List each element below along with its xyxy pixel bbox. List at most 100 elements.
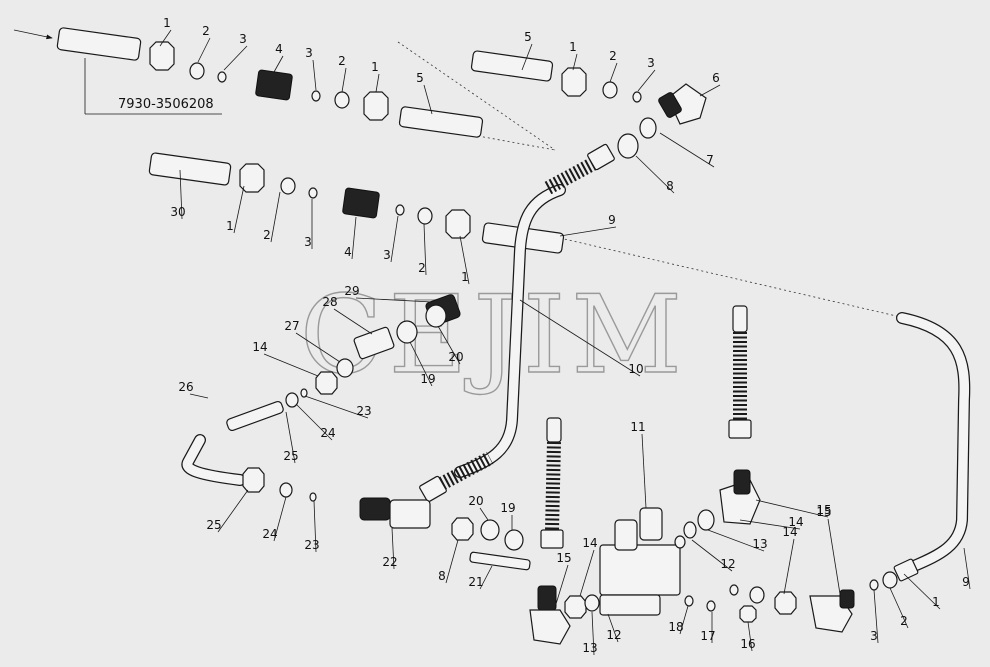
ring-13 <box>697 509 715 531</box>
callout-label: 24 <box>320 426 335 440</box>
union-threaded <box>255 69 293 101</box>
union-threaded <box>342 187 380 219</box>
leader-line <box>963 547 971 590</box>
callout-label: 4 <box>275 42 283 56</box>
part-code-callout: 7930-3506208 <box>13 29 222 115</box>
elbow-15 <box>529 609 571 645</box>
leader-line <box>295 403 333 441</box>
leader-line <box>295 332 341 363</box>
leader-line <box>521 43 533 71</box>
sleeve <box>417 207 433 225</box>
assembly-line-upper <box>397 41 556 151</box>
washer <box>311 90 321 102</box>
washer <box>395 204 405 216</box>
sleeve-24 <box>279 482 293 498</box>
callout-label: 3 <box>305 46 313 60</box>
callout-label: 1 <box>371 60 379 74</box>
nut-25 <box>242 467 265 493</box>
callout-label: 20 <box>468 494 483 508</box>
parts-second-row <box>148 152 565 254</box>
leader-line <box>313 500 317 553</box>
callout-label: 17 <box>700 629 715 643</box>
callout-label: 9 <box>608 213 616 227</box>
nut <box>149 41 175 71</box>
leader-line <box>223 45 248 71</box>
leader-line <box>341 67 347 93</box>
leader-line <box>747 621 753 652</box>
leader-line <box>635 155 675 194</box>
elbow-fitting <box>667 83 707 125</box>
leader-line <box>479 565 493 590</box>
callout-label: 8 <box>438 569 446 583</box>
nut <box>561 67 587 97</box>
ring-27 <box>336 358 354 378</box>
callout-label: 30 <box>170 205 185 219</box>
callout-label: 25 <box>206 518 221 532</box>
leader-line <box>179 169 183 220</box>
callout-label: 16 <box>740 637 755 651</box>
ring-20 <box>480 519 500 541</box>
callout-label: 27 <box>284 319 299 333</box>
leader-line <box>579 549 595 597</box>
callout-label: 7 <box>706 153 714 167</box>
parts-top-row <box>56 27 707 159</box>
nut <box>445 209 471 239</box>
leader-line <box>273 496 287 542</box>
leader-line <box>889 587 909 629</box>
washer-18 <box>684 595 694 607</box>
leader-line <box>699 84 721 97</box>
gasket <box>639 117 657 139</box>
washer <box>674 535 686 549</box>
ring-19 <box>396 320 418 344</box>
leader-line <box>637 69 656 92</box>
callout-label: 25 <box>283 449 298 463</box>
leader-line <box>609 62 618 83</box>
ring-13 <box>584 594 600 612</box>
leader-line <box>827 518 841 595</box>
leader-line <box>479 507 489 521</box>
pipe-right-9 <box>869 312 971 591</box>
bolt-21 <box>469 551 531 571</box>
callout-label: 2 <box>418 261 426 275</box>
callout-label: 3 <box>383 248 391 262</box>
callout-label: 1 <box>932 595 940 609</box>
callout-label: 13 <box>752 537 767 551</box>
hose-end-fitting <box>587 143 615 171</box>
leader-line <box>390 215 399 263</box>
callout-label: 20 <box>448 350 463 364</box>
leader-line <box>641 433 647 509</box>
fitting-22-body <box>389 499 431 529</box>
washer-17 <box>706 600 716 612</box>
callout-label: 21 <box>468 575 483 589</box>
leader-line <box>707 529 765 552</box>
callout-label: 15 <box>816 505 831 519</box>
valve-port <box>639 507 663 541</box>
callout-label: 18 <box>668 620 683 634</box>
leader-line <box>159 29 172 47</box>
valve-port <box>614 519 638 551</box>
leader-line <box>423 223 427 276</box>
sleeve <box>189 62 205 80</box>
ring-20 <box>425 304 447 328</box>
callout-label: 24 <box>262 527 277 541</box>
callout-label: 2 <box>900 614 908 628</box>
leader-line <box>375 73 380 93</box>
leader-line <box>555 564 569 605</box>
leader-line <box>217 489 249 533</box>
ring-12 <box>683 521 697 539</box>
leader-line <box>333 308 373 335</box>
callout-label: 26 <box>178 380 193 394</box>
hose-right-vertical <box>728 305 752 439</box>
leader-line <box>572 53 578 71</box>
washer <box>217 71 227 83</box>
leader-line <box>391 527 395 570</box>
valve-body-11 <box>599 544 681 596</box>
leader-line <box>270 191 281 243</box>
leader-line <box>607 613 619 643</box>
callout-label: 23 <box>304 538 319 552</box>
washer-23 <box>309 492 317 502</box>
leader-line <box>351 216 357 260</box>
leader-line <box>783 538 795 595</box>
callout-label: 1 <box>226 219 234 233</box>
callout-label: 23 <box>356 404 371 418</box>
